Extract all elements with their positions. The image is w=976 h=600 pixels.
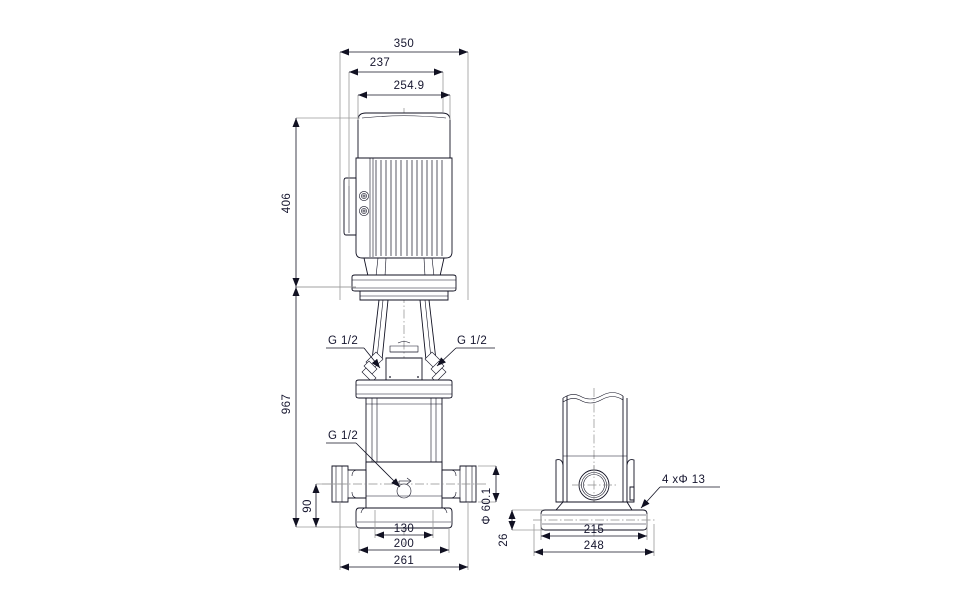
foot-flange-fillet-left (360, 507, 367, 514)
stool-left-inner (376, 299, 384, 359)
dimlabel-261: 261 (394, 555, 414, 567)
leader-g12-left-arrow (363, 347, 381, 369)
suction-fillet-top (351, 469, 359, 477)
dimlabel-26: 26 (498, 533, 510, 547)
callout-holes: 4 xΦ 13 (662, 474, 705, 486)
pump-head-flange (355, 379, 453, 399)
leader-g12-right-arrow (436, 347, 457, 367)
motor-foot-rib-1 (375, 257, 379, 277)
head-box-bolt-left (389, 376, 391, 378)
chamber-stack-sleeve (365, 397, 443, 469)
dimlabel-130: 130 (394, 523, 414, 535)
side-foot-transition (555, 501, 633, 511)
stool-right-inner (424, 299, 432, 359)
dimlabel-237: 237 (370, 57, 390, 69)
motor-fan-cover (357, 112, 451, 159)
vent-port-right (424, 351, 447, 383)
motor-foot-rib-3 (423, 257, 426, 277)
callout-g12-left: G 1/2 (328, 335, 358, 347)
dimlabel-406: 406 (281, 193, 293, 213)
leader-g12-drain-arrow (355, 442, 401, 488)
terminal-box (343, 177, 357, 236)
side-flange-port (572, 465, 616, 505)
callout-g12-right: G 1/2 (457, 335, 487, 347)
pump-head-box (385, 357, 423, 382)
side-view-geometry (533, 388, 655, 545)
coupling-guard-top (397, 341, 411, 344)
dimlabel-967: 967 (281, 394, 293, 414)
motor-cap-seam (361, 115, 447, 119)
drain-plug (396, 477, 412, 499)
motor-foot-rib-2 (384, 257, 387, 277)
dimlabel-601: Φ 60.1 (481, 487, 493, 524)
front-view-dimensions: 350 237 254.9 406 967 90 Φ 60.1 130 (281, 38, 500, 571)
discharge-fillet-top (449, 469, 457, 477)
cable-gland-upper (359, 191, 369, 201)
lantern-ring (359, 290, 449, 301)
base-foot-flange (355, 507, 453, 529)
motor-body (355, 157, 453, 259)
dimlabel-350: 350 (394, 38, 414, 50)
motor-cooling-fins (375, 160, 443, 256)
side-break-line (562, 392, 624, 400)
side-break-line-2 (562, 396, 624, 404)
front-view-geometry (322, 108, 486, 545)
dimlabel-215: 215 (584, 524, 604, 536)
foot-flange-fillet-right (441, 507, 448, 514)
dimlabel-248: 248 (584, 540, 604, 552)
side-view-dimensions: 4 xΦ 13 26 215 248 (498, 474, 720, 556)
cable-gland-lower (359, 206, 369, 216)
head-box-bolt-right (417, 376, 419, 378)
callout-g12-drain: G 1/2 (328, 430, 358, 442)
motor-mounting-flange (351, 274, 457, 292)
dimlabel-2549: 254.9 (394, 80, 425, 92)
discharge-fillet-bottom (449, 491, 457, 499)
suction-fillet-bottom (351, 491, 359, 499)
dimlabel-90: 90 (302, 499, 314, 513)
front-view-callouts: G 1/2 G 1/2 G 1/2 (326, 335, 495, 488)
side-nameplate-tab (629, 486, 635, 501)
dimlabel-200: 200 (394, 538, 414, 550)
side-rib-left (555, 459, 564, 503)
leader-holes-arrow (640, 486, 661, 509)
motor-foot-rib-4 (431, 257, 435, 277)
vent-port-left (361, 351, 384, 383)
